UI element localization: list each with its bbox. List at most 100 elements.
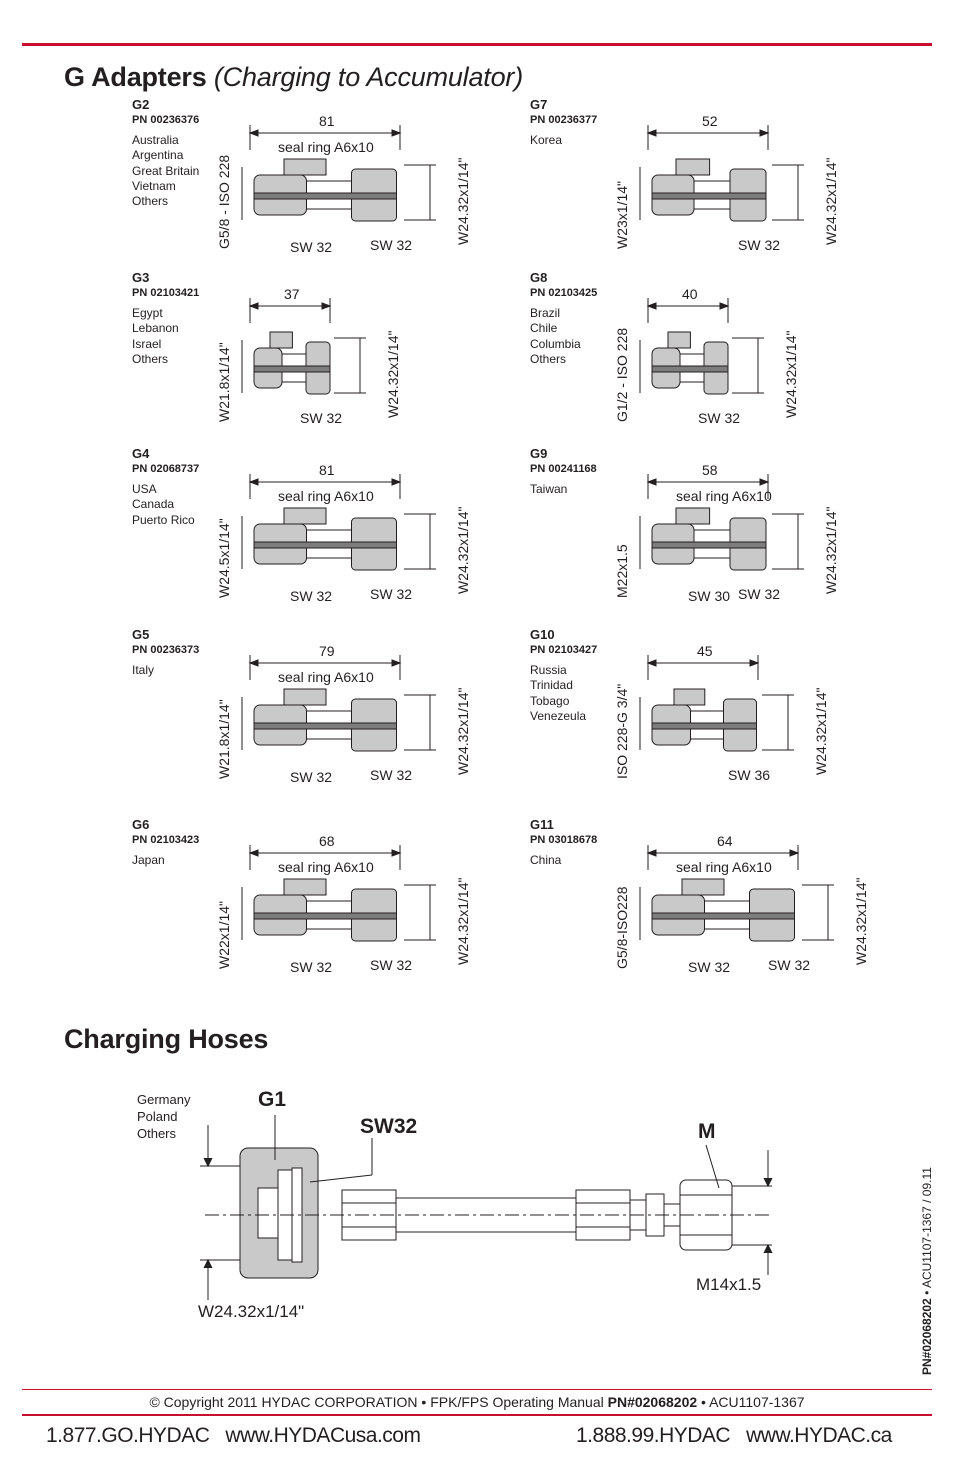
sw-right-label: SW 32 (738, 237, 781, 253)
title-subtitle: (Charging to Accumulator) (213, 62, 523, 92)
adapter-pn: PN 00236373 (132, 644, 200, 656)
hose-w-thread: W24.32x1/14" (198, 1302, 305, 1321)
sw-right-label: SW 32 (768, 957, 811, 973)
adapter-code: G8 (530, 270, 548, 285)
adapter-code: G3 (132, 270, 150, 285)
adapter-code: G2 (132, 97, 150, 112)
length-label: 58 (702, 462, 718, 478)
adapter-drawing (639, 845, 834, 942)
adapter-code: G10 (530, 627, 555, 642)
hose-sw-label: SW32 (360, 1115, 418, 1138)
sw-left-label: SW 30 (688, 588, 731, 604)
sw-right-label: SW 32 (698, 410, 741, 426)
us-website-link[interactable]: www.HYDACusa.com (225, 1424, 421, 1447)
country: Lebanon (132, 321, 179, 336)
adapter-drawing (639, 474, 804, 571)
sw-left-label: SW 32 (290, 588, 333, 604)
sw-right-label: SW 32 (370, 957, 413, 973)
adapter-pn: PN 00241168 (530, 463, 597, 475)
length-label: 81 (319, 113, 335, 129)
sw-right-label: SW 32 (300, 410, 343, 426)
length-label: 40 (682, 286, 698, 302)
sw-right-label: SW 32 (370, 767, 413, 783)
country: Chile (530, 321, 558, 336)
hose-seal-face (257, 1187, 279, 1239)
side-code-rest: • ACU1107-1367 / 09.11 (920, 1167, 934, 1299)
country: Taiwan (530, 482, 568, 496)
sw-right-label: SW 32 (738, 586, 781, 602)
adapter-countries: Korea (530, 133, 562, 148)
sw-left-label: SW 32 (290, 239, 333, 255)
hose-m-thread: M14x1.5 (696, 1275, 762, 1294)
sw-right-label: SW 32 (370, 586, 413, 602)
adapter-drawing (241, 845, 436, 942)
length-label: 64 (717, 833, 733, 849)
ca-contact: 1.888.99.HYDAC www.HYDAC.ca (576, 1424, 892, 1448)
country: China (530, 853, 562, 867)
length-label: 52 (702, 113, 718, 129)
seal-label: seal ring A6x10 (278, 859, 374, 875)
hose-country: Germany (137, 1092, 191, 1107)
country: Trinidad (530, 678, 573, 693)
adapter-drawing (241, 125, 436, 222)
adapter-code: G7 (530, 97, 548, 112)
country: Egypt (132, 306, 163, 320)
hose-m-label: M (698, 1120, 716, 1143)
seal-label: seal ring A6x10 (278, 139, 374, 155)
adapter-countries: Taiwan (530, 482, 567, 497)
country: Russia (530, 663, 567, 677)
country: Venezeula (530, 708, 587, 723)
adapter-pn: PN 02068737 (132, 463, 200, 475)
length-label: 79 (319, 643, 335, 659)
page-title: G Adapters (Charging to Accumulator) (64, 62, 523, 93)
hose-country: Others (137, 1126, 177, 1141)
adapter-code: G4 (132, 446, 150, 461)
hose-countries: Germany Poland Others (137, 1091, 190, 1142)
length-label: 68 (319, 833, 335, 849)
us-contact: 1.877.GO.HYDAC www.HYDACusa.com (46, 1424, 421, 1448)
country: USA (132, 482, 157, 496)
country: Puerto Rico (132, 512, 195, 527)
adapter-code: G11 (530, 817, 554, 832)
country: Australia (132, 133, 179, 147)
sw-left-label: SW 32 (688, 959, 731, 975)
adapter-pn: PN 02103425 (530, 287, 598, 299)
seal-label: seal ring A6x10 (278, 488, 374, 504)
top-rule (22, 43, 932, 46)
ca-phone[interactable]: 1.888.99.HYDAC (576, 1424, 731, 1447)
adapter-drawing (241, 655, 436, 752)
adapter-drawing (241, 474, 436, 571)
adapter-countries: Italy (132, 663, 154, 678)
seal-label: seal ring A6x10 (676, 488, 772, 504)
adapter-countries: Japan (132, 853, 165, 868)
adapter-code: G6 (132, 817, 150, 832)
ca-website-link[interactable]: www.HYDAC.ca (746, 1424, 892, 1447)
country: Argentina (132, 148, 184, 163)
adapter-pn: PN 02103423 (132, 834, 200, 846)
country: Italy (132, 663, 155, 677)
adapter-code: G5 (132, 627, 150, 642)
country: Others (132, 351, 169, 366)
country: Vietnam (132, 178, 176, 193)
adapter-countries: China (530, 853, 561, 868)
country: Columbia (530, 336, 581, 351)
adapter-pn: PN 02103427 (530, 644, 598, 656)
adapter-code: G9 (530, 446, 548, 461)
country: Israel (132, 336, 162, 351)
adapter-drawing (639, 298, 764, 395)
seal-label: seal ring A6x10 (676, 859, 772, 875)
adapter-pn: PN 00236377 (530, 114, 598, 126)
adapter-pn: PN 03018678 (530, 834, 598, 846)
side-document-code: PN#02068202 • ACU1107-1367 / 09.11 (920, 1075, 934, 1375)
seal-label: seal ring A6x10 (278, 669, 374, 685)
country: Great Britain (132, 163, 200, 178)
country: Tobago (530, 693, 570, 708)
us-phone[interactable]: 1.877.GO.HYDAC (46, 1424, 210, 1447)
footer-rule-top (22, 1389, 932, 1390)
adapter-pn: PN 00236376 (132, 114, 200, 126)
